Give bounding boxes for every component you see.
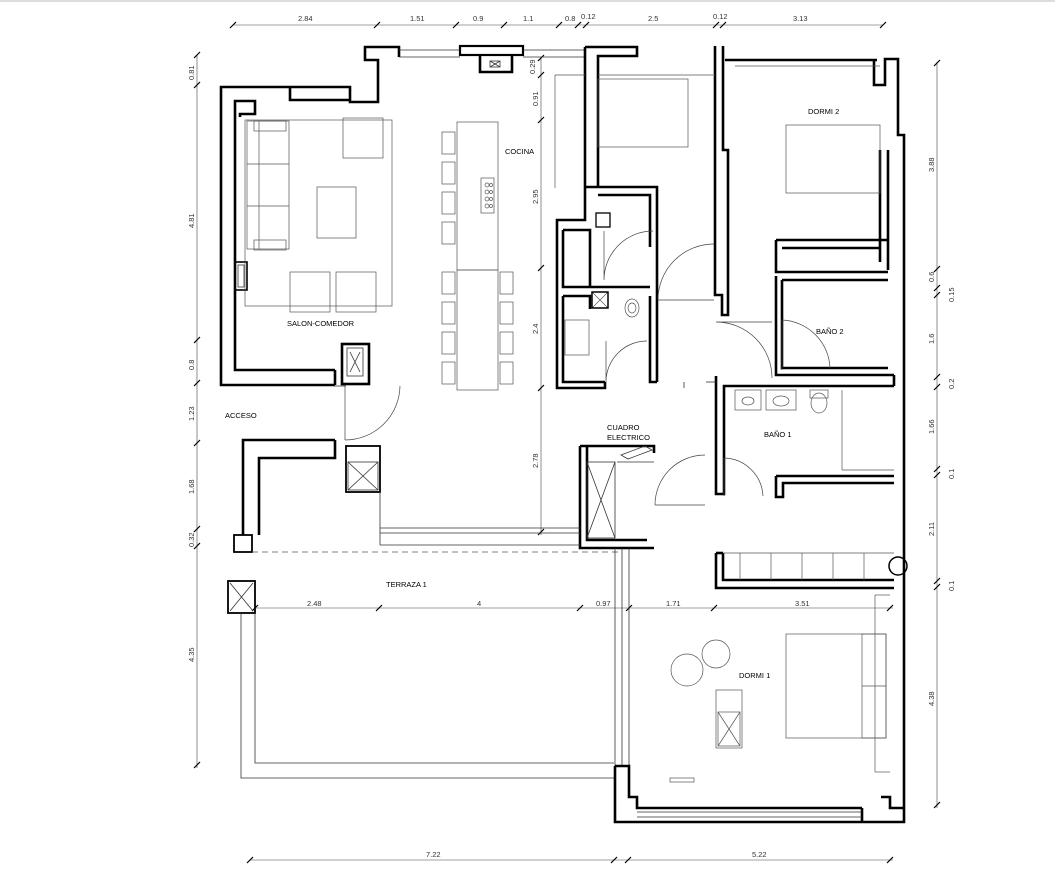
dim-right-8: 0.1 bbox=[947, 581, 956, 591]
dim-center-4: 2.78 bbox=[531, 453, 540, 468]
dim-left-3: 1.23 bbox=[187, 406, 196, 421]
dim-left-0: 0.81 bbox=[187, 65, 196, 80]
dim-right-1: 0.6 bbox=[927, 272, 936, 282]
label-bano-1: BAÑO 1 bbox=[764, 430, 792, 439]
dim-right-0: 3.88 bbox=[927, 157, 936, 172]
dimension-terrace: 2.48 4 0.97 1.71 3.51 bbox=[251, 599, 894, 612]
dim-left-2: 0.8 bbox=[187, 360, 196, 370]
dim-right-7: 2.11 bbox=[927, 522, 936, 536]
label-cuadro: CUADRO bbox=[607, 423, 640, 432]
dim-center-2: 2.95 bbox=[531, 189, 540, 204]
dimension-bottom: 7.22 5.22 bbox=[246, 850, 894, 864]
dim-center-0: 0.29 bbox=[528, 59, 537, 74]
dim-terrace-3: 1.71 bbox=[666, 599, 681, 608]
dim-top-1: 1.51 bbox=[410, 14, 425, 23]
dim-bottom-1: 5.22 bbox=[752, 850, 767, 859]
dim-bottom-0: 7.22 bbox=[426, 850, 441, 859]
label-bano-2: BAÑO 2 bbox=[816, 327, 844, 336]
furniture bbox=[244, 65, 894, 783]
dim-right-2: 0.15 bbox=[947, 287, 956, 302]
dimension-right: 3.88 0.6 0.15 1.6 0.2 1.66 0.1 2.11 0.1 … bbox=[927, 59, 956, 809]
room-labels: SALON-COMEDOR COCINA DORMI 2 BAÑO 2 BAÑO… bbox=[225, 107, 844, 680]
dim-top-3: 1.1 bbox=[523, 14, 533, 23]
dim-terrace-4: 3.51 bbox=[795, 599, 810, 608]
dim-top-5: 0.12 bbox=[581, 12, 596, 21]
dimension-center-vertical: 0.29 0.91 2.95 2.4 2.78 bbox=[528, 54, 545, 536]
dim-center-1: 0.91 bbox=[531, 91, 540, 106]
dim-right-3: 1.6 bbox=[927, 334, 936, 344]
label-cocina: COCINA bbox=[505, 147, 534, 156]
dim-left-5: 0.32 bbox=[187, 532, 196, 547]
living-rug bbox=[244, 119, 393, 307]
dim-terrace-1: 4 bbox=[477, 599, 481, 608]
walls bbox=[219, 44, 908, 824]
dim-top-8: 3.13 bbox=[793, 14, 808, 23]
dim-terrace-2: 0.97 bbox=[596, 599, 611, 608]
dim-top-0: 2.84 bbox=[298, 14, 313, 23]
dim-right-5: 1.66 bbox=[927, 419, 936, 434]
dim-left-1: 4.81 bbox=[187, 213, 196, 228]
dim-center-3: 2.4 bbox=[531, 324, 540, 334]
dim-left-6: 4.35 bbox=[187, 647, 196, 662]
dimension-top: 2.84 1.51 0.9 1.1 0.8 0.12 2.5 0.12 3.13 bbox=[229, 12, 887, 29]
dim-top-7: 0.12 bbox=[713, 12, 728, 21]
dim-right-4: 0.2 bbox=[947, 379, 956, 389]
label-electrico: ELECTRICO bbox=[607, 433, 650, 442]
dim-top-6: 2.5 bbox=[648, 14, 658, 23]
dim-left-4: 1.68 bbox=[187, 479, 196, 494]
dim-right-9: 4.38 bbox=[927, 691, 936, 706]
label-salon-comedor: SALON-COMEDOR bbox=[287, 319, 355, 328]
label-terraza-1: TERRAZA 1 bbox=[386, 580, 427, 589]
doors bbox=[344, 230, 831, 506]
label-acceso: ACCESO bbox=[225, 411, 257, 420]
dim-right-6: 0.1 bbox=[947, 469, 956, 479]
dim-top-2: 0.9 bbox=[473, 14, 483, 23]
dim-terrace-0: 2.48 bbox=[307, 599, 322, 608]
dimension-left: 0.81 4.81 0.8 1.23 1.68 0.32 4.35 bbox=[187, 51, 201, 769]
label-dormi-2: DORMI 2 bbox=[808, 107, 839, 116]
label-dormi-1: DORMI 1 bbox=[739, 671, 770, 680]
dim-top-4: 0.8 bbox=[565, 14, 575, 23]
